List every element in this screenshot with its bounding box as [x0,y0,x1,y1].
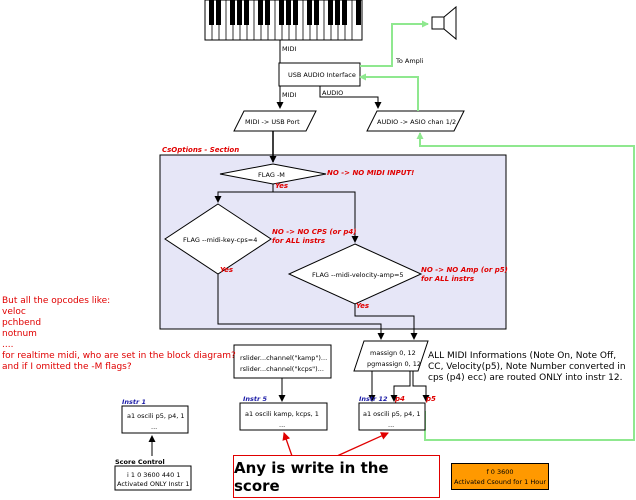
score-control-title: Score Control [115,458,165,466]
audio-asio-box [366,110,465,132]
score-control-box [114,465,192,491]
no-amp-label-line2: for ALL instrs [421,275,474,283]
left-note-line: notnum [2,329,37,339]
flag-m-label: FLAG -M [258,171,285,179]
red-arrow-to-instr12 [336,432,389,457]
wire-usb-to-asio [319,86,382,109]
massign-box [353,340,429,372]
instr5-title: Instr 5 [243,395,267,403]
f0-box: f 0 3600 Activated Csound for 1 Hour [451,463,549,490]
instr12-line2: ... [388,421,394,429]
no-amp-label-line1: NO -> NO Amp (or p5) [421,266,508,274]
left-note-line: .... [2,340,14,350]
massign-line2: pgmassign 0, 12 [367,360,421,368]
wire-massign-to-instr12-b [390,371,411,402]
rslider-line2: rslider...channel("kcps")... [240,365,324,373]
left-note-line: veloc [2,307,26,317]
yes-label-1: Yes [275,182,288,190]
usb-audio-interface-label: USB AUDIO Interface [288,71,356,79]
left-note-line: pchbend [2,318,42,328]
audio-asio-label: AUDIO -> ASIO chan 1/2 [377,118,456,126]
csoptions-section-title: CsOptions - Section [162,146,239,154]
no-cps-label-line1: NO -> NO CPS (or p4) [272,228,356,236]
to-ampli-label: To Ampli [395,57,424,65]
instr1-line2: ... [151,423,157,431]
wire-flag-m-to-midi-velocity [273,191,359,243]
f0-line1: f 0 3600 [486,468,514,476]
yes-label-3: Yes [356,302,369,310]
midi-usb-port-label: MIDI -> USB Port [245,118,300,126]
no-cps-label-line2: for ALL instrs [272,237,325,245]
score-control-line1: i 1 0 3600 440 1 [127,471,181,479]
speaker-icon [431,5,457,41]
instr12-box [358,402,426,431]
midi-label-top: MIDI [282,45,297,53]
midi-keyboard-icon [204,0,363,41]
wire-massign-to-instr12-c [412,371,430,402]
audio-label: AUDIO [322,89,343,97]
yes-label-2: Yes [220,266,233,274]
instr12-line1: a1 oscili p5, p4, 1 [363,410,421,418]
red-arrow-to-instr5 [282,432,293,457]
instr1-box [121,405,189,434]
wire-midi-key-to-massign [217,274,385,340]
midi-info-note: ALL MIDI Informations (Note On, Note Off… [428,351,626,383]
rslider-line1: rslider...channel("kamp")... [240,354,327,362]
instr5-line1: a1 oscili kamp, kcps, 1 [245,410,319,418]
wire-flag-m-to-midi-key [214,184,274,203]
instr1-line1: a1 oscili p5, p4, 1 [127,412,185,420]
no-midi-input-label: NO -> NO MIDI INPUT! [327,169,414,177]
wire-asio-to-usb [359,73,419,111]
wire-midi-velocity-to-massign [354,304,418,340]
p4-label: p4 [394,395,405,403]
midi-usb-port-box [233,110,317,132]
wire-usb-to-ampli [360,20,429,67]
f0-line2: Activated Csound for 1 Hour [453,478,547,486]
left-note-line: and if I omitted the -M flags? [2,362,132,372]
instr5-line2: ... [279,421,285,429]
instr5-box [239,402,328,431]
instr1-title: Instr 1 [122,398,146,406]
instr12-title: Instr 12 [359,395,388,403]
massign-line1: massign 0, 12 [370,349,416,357]
score-control-line2: Activated ONLY Instr 1 [117,480,189,488]
left-note-line: But all the opcodes like: [2,296,111,306]
flag-midi-velocity-label: FLAG --midi-velocity-amp=5 [312,271,404,279]
flag-midi-key-label: FLAG --midi-key-cps=4 [183,236,257,244]
p5-label: p5 [425,395,436,403]
wire-instr12-to-asio [416,132,635,441]
left-note-line: for realtime midi, who are set in the bl… [2,351,236,361]
midi-label-left: MIDI [282,91,297,99]
score-box: Any is write in the score [233,455,440,498]
